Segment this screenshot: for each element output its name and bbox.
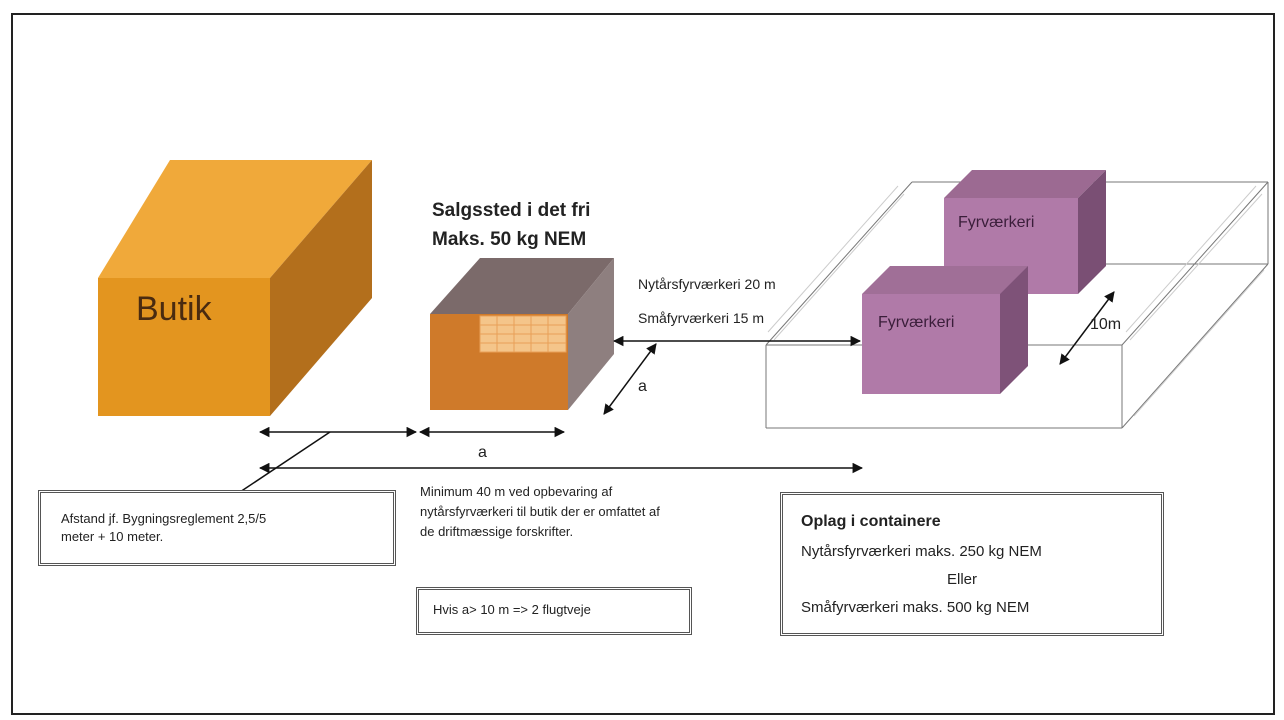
flugtveje-box: Hvis a> 10 m => 2 flugtveje: [416, 587, 692, 635]
container-title: Oplag i containere: [801, 513, 941, 530]
flugtveje-note: Hvis a> 10 m => 2 flugtveje: [433, 602, 591, 617]
container-hatch: [767, 185, 1265, 417]
butik-cube-top: [98, 160, 372, 278]
distance-smaa-label: Småfyrværkeri 15 m: [638, 310, 765, 326]
afstand-note-line1: Afstand jf. Bygningsreglement 2,5/5: [61, 511, 267, 526]
fyrvaerkeri-front-top: [862, 266, 1028, 294]
salgssted-max: Maks. 50 kg NEM: [432, 229, 587, 250]
minimum-note-line1: Minimum 40 m ved opbevaring af: [420, 484, 613, 499]
salgssted-cube-top: [430, 258, 614, 314]
butik-cube-side: [270, 160, 372, 416]
container-line3: Småfyrværkeri maks. 500 kg NEM: [801, 599, 1030, 616]
fyrvaerkeri-cube-front: [862, 266, 1028, 394]
salgssted-title: Salgssted i det fri: [432, 200, 591, 221]
outer-frame: [11, 13, 1275, 715]
butik-cube: [98, 160, 372, 416]
distance-10m-label: 10m: [1090, 316, 1122, 333]
distance-nytaars-label: Nytårsfyrværkeri 20 m: [638, 276, 776, 292]
fyrvaerkeri-front-label: Fyrværkeri: [878, 314, 955, 331]
salgssted-cube-side: [568, 258, 614, 410]
distance-a-vertical-label: a: [638, 378, 647, 395]
butik-cube-front: [98, 278, 270, 416]
minimum-note-line3: de driftmæssige forskrifter.: [420, 524, 574, 539]
butik-label: Butik: [136, 290, 212, 328]
container-box: Oplag i containere Nytårsfyrværkeri maks…: [780, 492, 1164, 636]
leader-afstand: [239, 431, 331, 493]
fyrvaerkeri-front-front: [862, 294, 1000, 394]
fyrvaerkeri-back-side: [1078, 170, 1106, 294]
salgssted-window-grid: [480, 316, 566, 352]
container-line2: Eller: [947, 571, 978, 588]
arrow-container-depth-10m: [1059, 291, 1115, 365]
arrow-salgssted-depth-a: [603, 343, 657, 415]
afstand-note-box: Afstand jf. Bygningsreglement 2,5/5 mete…: [38, 490, 396, 566]
fyrvaerkeri-back-label: Fyrværkeri: [958, 214, 1035, 231]
distance-a-horizontal-label: a: [478, 444, 487, 461]
minimum-note-line2: nytårsfyrværkeri til butik der er omfatt…: [420, 504, 660, 519]
arrows: [239, 291, 1115, 493]
fyrvaerkeri-back-top: [944, 170, 1106, 198]
afstand-note-line2: meter + 10 meter.: [61, 529, 164, 544]
fyrvaerkeri-front-side: [1000, 266, 1028, 394]
container-line1: Nytårsfyrværkeri maks. 250 kg NEM: [801, 543, 1042, 560]
salgssted-cube: [430, 258, 614, 410]
